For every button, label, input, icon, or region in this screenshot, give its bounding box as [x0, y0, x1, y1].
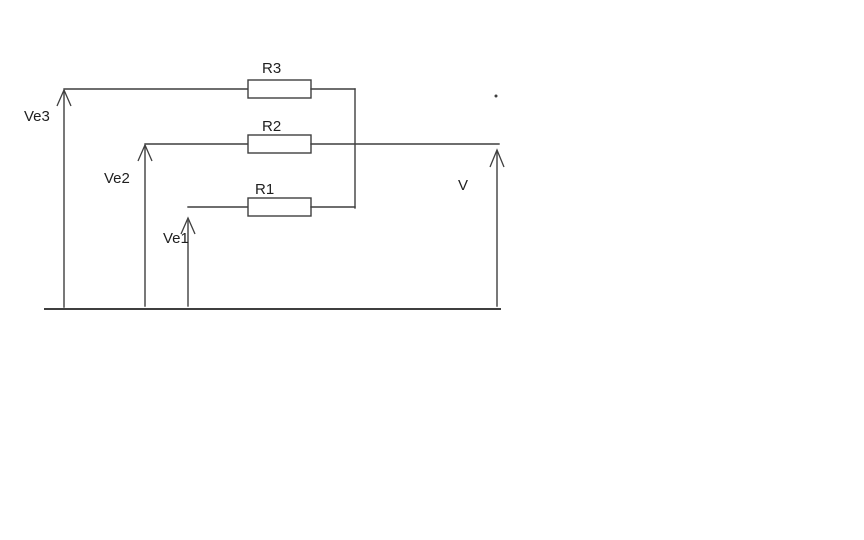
r3-label: R3 — [262, 60, 281, 77]
r3-resistor — [247, 79, 312, 99]
ve2-arrow — [137, 143, 153, 307]
r2-resistor — [247, 134, 312, 154]
arrowhead-up-icon — [489, 148, 505, 168]
r1-resistor — [247, 197, 312, 217]
r1-label: R1 — [255, 181, 274, 198]
ve3-label: Ve3 — [24, 108, 50, 125]
v-arrow — [489, 148, 505, 307]
arrowhead-up-icon — [180, 216, 196, 235]
ve3-arrow — [56, 88, 72, 308]
r2-label: R2 — [262, 118, 281, 135]
ve1-arrow — [180, 216, 196, 307]
ve1-label: Ve1 — [163, 230, 189, 247]
arrowhead-up-icon — [137, 143, 153, 162]
arrowhead-up-icon — [56, 88, 72, 107]
ve2-label: Ve2 — [104, 170, 130, 187]
stray-dot — [494, 94, 498, 98]
v-label: V — [458, 177, 468, 194]
